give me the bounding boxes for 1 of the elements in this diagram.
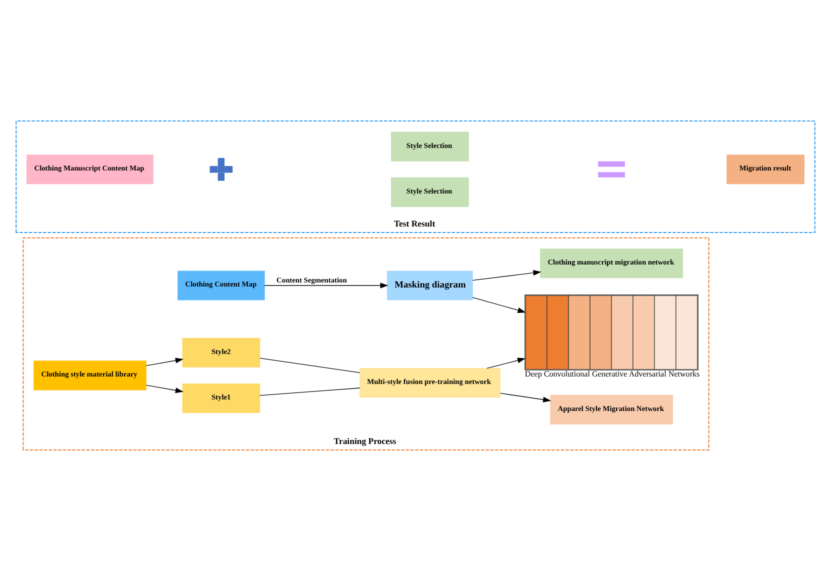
edge-label: Content Segmentation <box>276 276 347 285</box>
